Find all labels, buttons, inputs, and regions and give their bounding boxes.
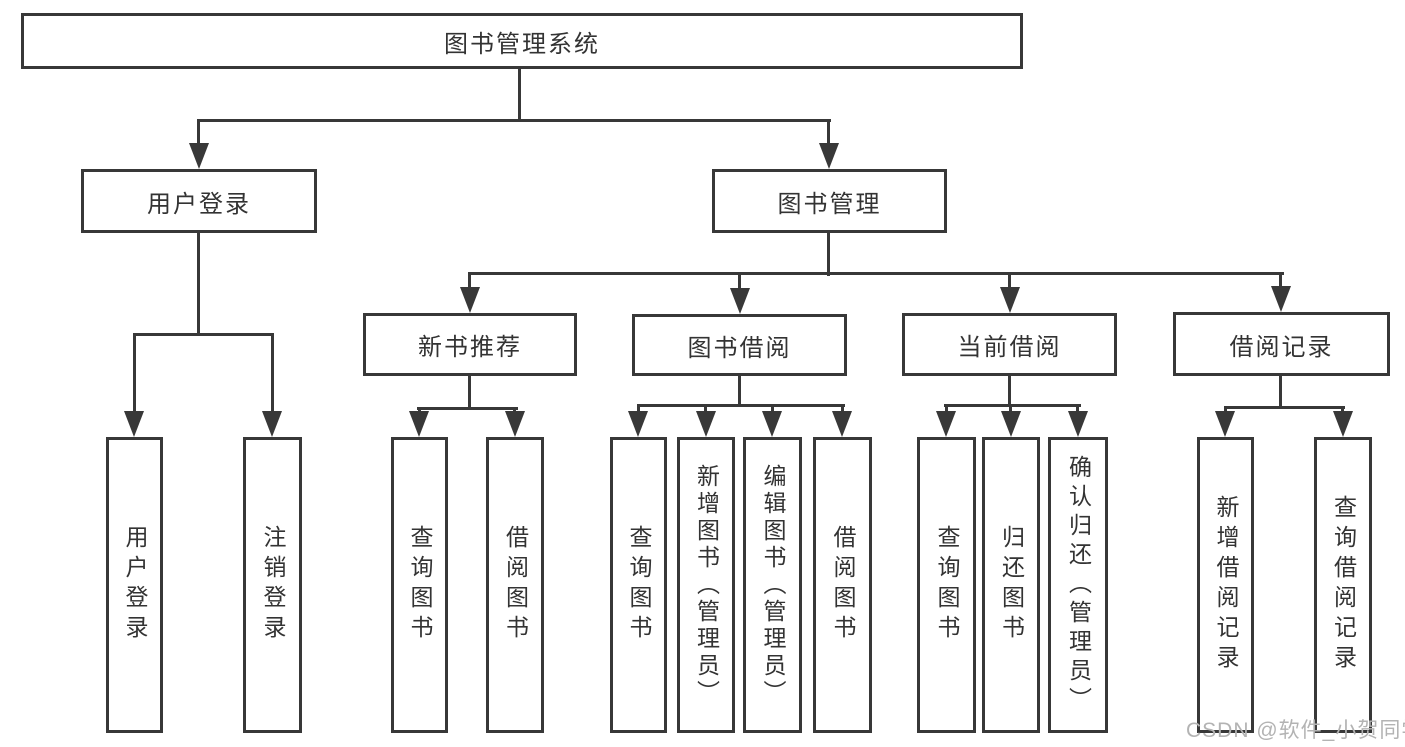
connector-line bbox=[1341, 406, 1344, 413]
node-root: 图书管理系统 bbox=[21, 13, 1023, 69]
leaf-borrow-books-borrowing: 借阅图书 bbox=[813, 437, 872, 733]
arrow-down-icon bbox=[1068, 411, 1088, 437]
leaf-query-books-borrowing: 查询图书 bbox=[610, 437, 667, 733]
node-user-login-label: 用户登录 bbox=[147, 190, 251, 218]
connector-line bbox=[133, 333, 136, 411]
connector-line bbox=[197, 119, 200, 145]
connector-line bbox=[271, 333, 274, 411]
node-new-book-recommend: 新书推荐 bbox=[363, 313, 577, 376]
node-borrow-records-label: 借阅记录 bbox=[1229, 333, 1334, 361]
node-user-login: 用户登录 bbox=[81, 169, 317, 233]
connector-line bbox=[1224, 406, 1227, 413]
node-root-label: 图书管理系统 bbox=[444, 30, 600, 58]
leaf-borrow-books-recommend: 借阅图书 bbox=[486, 437, 544, 733]
leaf-query-books-recommend: 查询图书 bbox=[391, 437, 448, 733]
connector-line bbox=[197, 119, 831, 122]
connector-line bbox=[1076, 404, 1079, 413]
connector-line bbox=[827, 119, 830, 145]
arrow-down-icon bbox=[696, 411, 716, 437]
leaf-confirm-return-admin-label: 确认归还（管理员） bbox=[1065, 454, 1092, 716]
leaf-return-book: 归还图书 bbox=[982, 437, 1040, 733]
connector-line bbox=[133, 333, 274, 336]
leaf-user-login-label: 用户登录 bbox=[122, 525, 148, 645]
leaf-logout: 注销登录 bbox=[243, 437, 302, 733]
leaf-add-book-admin: 新增图书（管理员） bbox=[677, 437, 735, 733]
connector-line bbox=[1279, 272, 1282, 287]
arrow-down-icon bbox=[762, 411, 782, 437]
leaf-query-books-borrowing-label: 查询图书 bbox=[626, 525, 652, 645]
leaf-return-book-label: 归还图书 bbox=[998, 525, 1025, 645]
connector-line bbox=[738, 272, 741, 289]
leaf-borrow-books-recommend-label: 借阅图书 bbox=[502, 525, 529, 645]
leaf-query-borrow-record-label: 查询借阅记录 bbox=[1330, 495, 1357, 675]
connector-line bbox=[827, 231, 830, 276]
connector-line bbox=[841, 404, 844, 413]
node-book-borrowing-label: 图书借阅 bbox=[687, 334, 792, 362]
node-new-book-recommend-label: 新书推荐 bbox=[418, 334, 522, 361]
leaf-query-books-current-label: 查询图书 bbox=[934, 525, 960, 645]
leaf-query-books-recommend-label: 查询图书 bbox=[407, 525, 433, 645]
arrow-down-icon bbox=[1215, 411, 1235, 437]
leaf-edit-book-admin: 编辑图书（管理员） bbox=[743, 437, 802, 733]
connector-line bbox=[704, 404, 707, 413]
leaf-user-login: 用户登录 bbox=[106, 437, 163, 733]
leaf-add-borrow-record: 新增借阅记录 bbox=[1197, 437, 1254, 733]
node-book-management-label: 图书管理 bbox=[777, 190, 882, 218]
connector-line bbox=[1008, 272, 1011, 288]
connector-line bbox=[468, 272, 471, 288]
arrow-down-icon bbox=[730, 288, 750, 314]
arrow-down-icon bbox=[460, 287, 480, 313]
node-borrow-records: 借阅记录 bbox=[1173, 312, 1390, 376]
leaf-confirm-return-admin: 确认归还（管理员） bbox=[1048, 437, 1108, 733]
leaf-query-borrow-record: 查询借阅记录 bbox=[1314, 437, 1372, 733]
connector-line bbox=[1279, 374, 1282, 409]
connector-line bbox=[418, 407, 421, 413]
leaf-borrow-books-borrowing-label: 借阅图书 bbox=[830, 525, 856, 645]
connector-line bbox=[637, 404, 845, 407]
leaf-logout-label: 注销登录 bbox=[260, 525, 286, 645]
leaf-add-borrow-record-label: 新增借阅记录 bbox=[1213, 495, 1239, 675]
watermark: CSDN @软件_小贺同学 bbox=[1186, 719, 1405, 742]
connector-line bbox=[468, 272, 1284, 275]
arrow-down-icon bbox=[1001, 411, 1021, 437]
connector-line bbox=[468, 374, 471, 410]
node-book-management: 图书管理 bbox=[712, 169, 947, 233]
arrow-down-icon bbox=[1333, 411, 1353, 437]
arrow-down-icon bbox=[124, 411, 144, 437]
connector-line bbox=[945, 404, 948, 413]
connector-line bbox=[1224, 406, 1345, 409]
arrow-down-icon bbox=[1000, 287, 1020, 313]
arrow-down-icon bbox=[409, 411, 429, 437]
leaf-edit-book-admin-label: 编辑图书（管理员） bbox=[760, 463, 786, 707]
connector-line bbox=[637, 404, 640, 413]
connector-line bbox=[518, 69, 521, 122]
connector-line bbox=[944, 404, 1081, 407]
node-current-borrowing-label: 当前借阅 bbox=[957, 334, 1062, 361]
arrow-down-icon bbox=[819, 143, 839, 169]
connector-line bbox=[1008, 374, 1011, 407]
connector-line bbox=[738, 374, 741, 407]
node-current-borrowing: 当前借阅 bbox=[902, 313, 1117, 376]
arrow-down-icon bbox=[832, 411, 852, 437]
connector-line bbox=[417, 407, 518, 410]
arrow-down-icon bbox=[628, 411, 648, 437]
leaf-add-book-admin-label: 新增图书（管理员） bbox=[693, 463, 720, 707]
node-book-borrowing: 图书借阅 bbox=[632, 314, 847, 376]
connector-line bbox=[513, 407, 516, 413]
arrow-down-icon bbox=[505, 411, 525, 437]
connector-line bbox=[1009, 404, 1012, 413]
arrow-down-icon bbox=[189, 143, 209, 169]
leaf-query-books-current: 查询图书 bbox=[917, 437, 976, 733]
arrow-down-icon bbox=[262, 411, 282, 437]
connector-line bbox=[197, 231, 200, 335]
connector-line bbox=[771, 404, 774, 413]
arrow-down-icon bbox=[1271, 286, 1291, 312]
arrow-down-icon bbox=[936, 411, 956, 437]
